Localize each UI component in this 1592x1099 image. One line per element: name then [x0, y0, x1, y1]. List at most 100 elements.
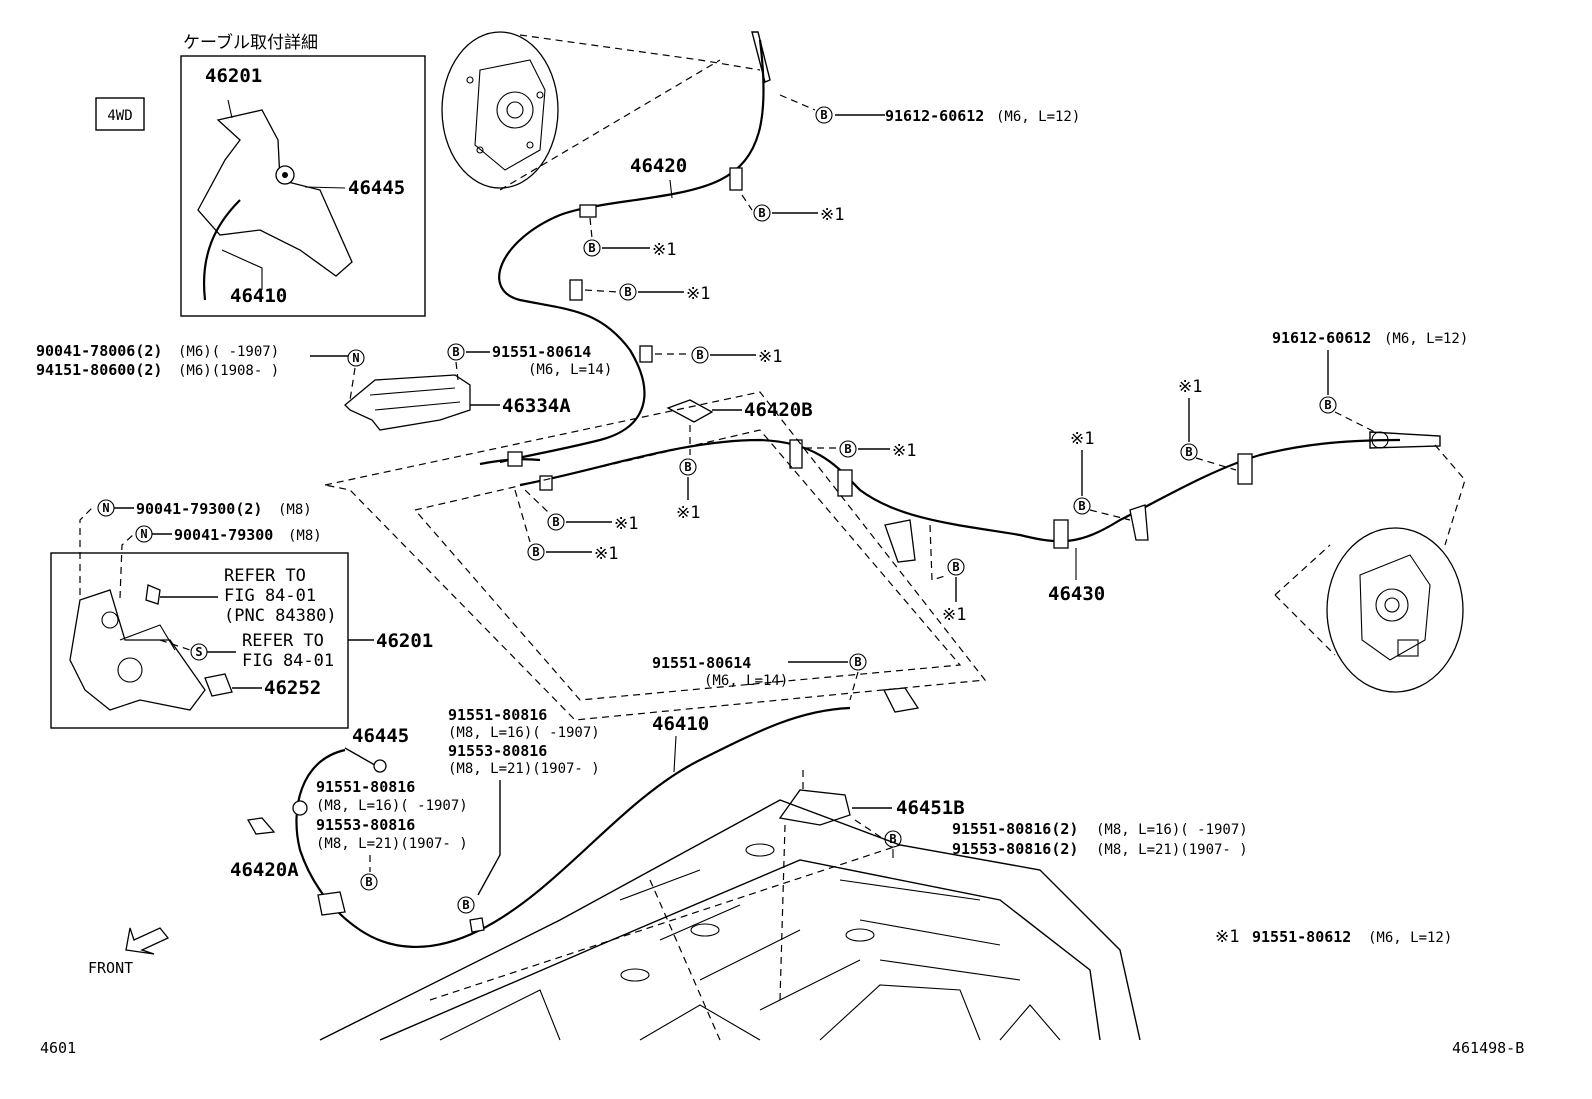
bolt-marker-x1-d: B [691, 346, 709, 364]
nut-a-part-number: 90041-79300(2) [136, 500, 262, 518]
page-code: 4601 [40, 1039, 76, 1057]
svg-text:B: B [1185, 445, 1192, 459]
bolt-e-spec: (M8, L=21)(1907- ) [316, 836, 468, 852]
footnote-spec: (M6, L=12) [1368, 930, 1452, 946]
bolt-marker-e: B [360, 873, 378, 891]
drawing-number: 461498-B [1452, 1039, 1524, 1057]
4wd-badge-label: 4WD [107, 108, 132, 124]
bolt-marker-x1-f: B [839, 440, 857, 458]
lever-grip-46252 [204, 673, 233, 697]
bolt-marker-x1-h: B [527, 543, 545, 561]
svg-text:B: B [889, 832, 896, 846]
svg-text:B: B [952, 560, 959, 574]
inset-46410-label: 46410 [230, 285, 287, 307]
svg-text:B: B [684, 460, 691, 474]
bolt-right-part-number: 91612-60612 [1272, 329, 1371, 347]
part-46430-label: 46430 [1048, 583, 1105, 605]
svg-text:B: B [854, 655, 861, 669]
bolt-g-spec: (M8, L=21)(1907- ) [1096, 842, 1248, 858]
refer1-line3: (PNC 84380) [224, 606, 337, 626]
bolt-marker-x1-i: B [947, 558, 965, 576]
bolt-marker-a: B [849, 653, 867, 671]
part-46334A-label: 46334A [502, 395, 571, 417]
note-x1-k: ※1 [1178, 377, 1202, 397]
cable-46430 [519, 438, 1401, 543]
bolt-a-part-number: 91551-80614 [652, 654, 751, 672]
part-46252-label: 46252 [264, 677, 321, 699]
part-46420-label: 46420 [630, 155, 687, 177]
bolt-top-part-number: 91612-60612 [885, 107, 984, 125]
nut-line2-part-number: 94151-80600(2) [36, 361, 162, 379]
front-direction-label: FRONT [88, 959, 133, 977]
part-46420B-label: 46420B [744, 399, 813, 421]
part-46201-label: 46201 [376, 630, 433, 652]
bolt-mid-spec: (M6, L=14) [528, 362, 612, 378]
nut-line1-spec: (M6)( -1907) [178, 344, 279, 360]
bolt-e-part-number: 91553-80816 [316, 816, 415, 834]
bolt-f-spec: (M8, L=16)( -1907) [1096, 822, 1248, 838]
note-x1-c: ※1 [686, 284, 710, 304]
s-marker: S [190, 643, 208, 661]
svg-text:B: B [532, 545, 539, 559]
refer2-line2: FIG 84-01 [242, 651, 334, 671]
bolt-d-spec: (M8, L=16)( -1907) [316, 798, 468, 814]
parking-brake-lever-assembly [69, 584, 206, 711]
nut-line2-spec: (M6)(1908- ) [178, 363, 279, 379]
svg-text:N: N [140, 527, 147, 541]
note-x1-i: ※1 [942, 605, 966, 625]
svg-text:B: B [452, 345, 459, 359]
svg-text:B: B [758, 206, 765, 220]
nut-marker-a: N [97, 499, 115, 517]
bolt-marker-top: B [815, 106, 833, 124]
note-x1-g: ※1 [614, 514, 638, 534]
svg-text:B: B [462, 898, 469, 912]
svg-text:B: B [365, 875, 372, 889]
nut-marker-top: N [347, 349, 365, 367]
svg-text:B: B [696, 348, 703, 362]
bolt-mid-part-number: 91551-80614 [492, 343, 591, 361]
cable-46410 [295, 706, 851, 948]
note-x1-d: ※1 [758, 347, 782, 367]
bolt-d-part-number: 91551-80816 [316, 778, 415, 796]
nut-b-part-number: 90041-79300 [174, 526, 273, 544]
bracket-46420B [666, 399, 714, 423]
bolt-marker-46420B: B [679, 458, 697, 476]
note-x1-e: ※1 [676, 503, 700, 523]
cable-46420 [498, 39, 765, 464]
heat-shield-46334A [344, 374, 471, 431]
nut-a-spec: (M8) [278, 502, 312, 518]
refer2-line1: REFER TO [242, 631, 324, 651]
nut-line1-part-number: 90041-78006(2) [36, 342, 162, 360]
part-46420A-label: 46420A [230, 859, 299, 881]
bolt-b-part-number: 91551-80816 [448, 706, 547, 724]
bolt-f-part-number: 91551-80816(2) [952, 820, 1078, 838]
bolt-marker-c: B [457, 896, 475, 914]
bolt-b-spec: (M8, L=16)( -1907) [448, 725, 600, 741]
detail-inset-frame [180, 55, 426, 317]
svg-text:S: S [195, 645, 202, 659]
bolt-marker-x1-k: B [1180, 443, 1198, 461]
bolt-marker-x1-g: B [547, 513, 565, 531]
floor-reference-outline [324, 391, 987, 721]
detail-cable-bracket-drawing [197, 99, 353, 301]
grommet-46445 [373, 759, 387, 773]
4wd-badge [95, 97, 145, 131]
nut-marker-b: N [135, 525, 153, 543]
inset-46445-label: 46445 [348, 177, 405, 199]
left-brake-backing-plate [441, 31, 559, 189]
svg-text:B: B [820, 108, 827, 122]
svg-text:N: N [352, 351, 359, 365]
svg-text:B: B [1324, 398, 1331, 412]
clip-46420A [246, 817, 276, 835]
part-46451B-label: 46451B [896, 797, 965, 819]
refer1-line2: FIG 84-01 [224, 586, 316, 606]
nut-b-spec: (M8) [288, 528, 322, 544]
bolt-marker-x1-a: B [753, 204, 771, 222]
floor-pan [319, 799, 1141, 1041]
svg-text:B: B [588, 241, 595, 255]
right-brake-backing-plate [1326, 527, 1464, 693]
refer1-line1: REFER TO [224, 566, 306, 586]
bolt-marker-46334A: B [447, 343, 465, 361]
note-x1-f: ※1 [892, 441, 916, 461]
